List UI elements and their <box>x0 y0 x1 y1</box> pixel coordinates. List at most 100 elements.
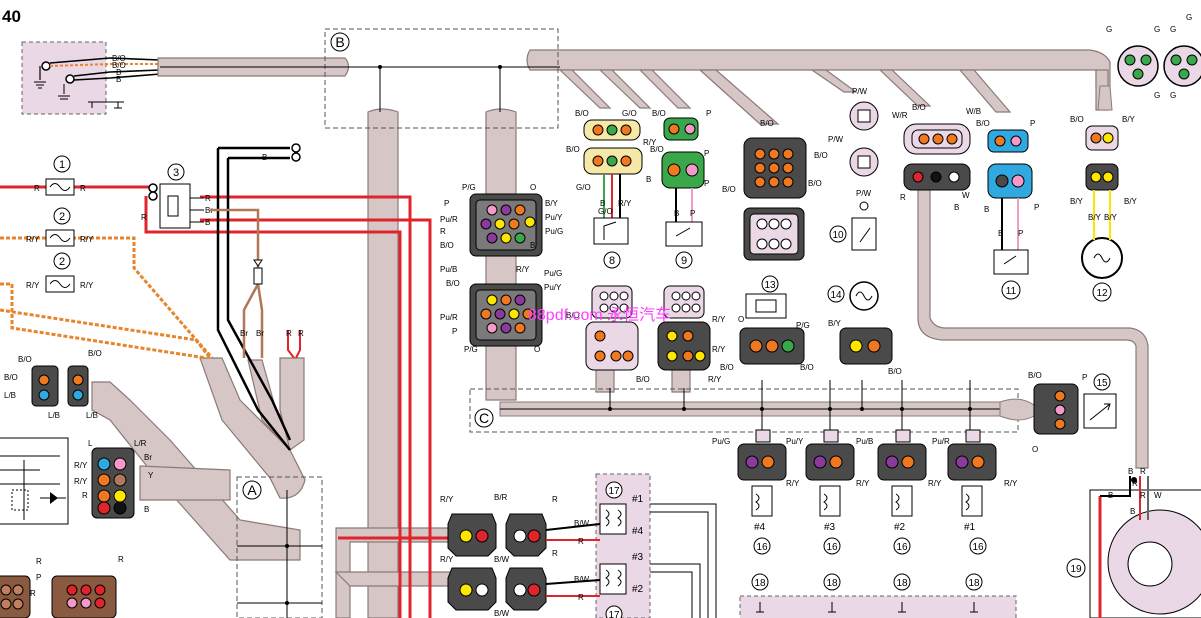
wire-label: R/Y <box>74 477 88 486</box>
wire-label: Br <box>240 329 248 338</box>
wire-label: R/Y <box>928 479 942 488</box>
wire-label: R <box>578 593 584 602</box>
wire-label: R <box>552 495 558 504</box>
wire-label: B/R <box>494 493 508 502</box>
wire-label: Pu/R <box>440 313 458 322</box>
wire-label: B/O <box>18 355 32 364</box>
wire-label: G <box>1170 25 1176 34</box>
wire-label: Y <box>148 471 154 480</box>
wire-label: Br <box>205 206 213 215</box>
wire-label: P/G <box>796 321 810 330</box>
coil-connector-upper-a <box>447 513 497 557</box>
wire-label: B/O <box>800 363 814 372</box>
wire-label: G/O <box>622 109 637 118</box>
wire-label: L/R <box>134 439 147 448</box>
wire-label: R/Y <box>1004 479 1018 488</box>
wire-label: R/Y <box>786 479 800 488</box>
wire-label: Pu/R <box>932 437 950 446</box>
wire-label: G <box>1186 13 1192 22</box>
wire-label: L/B <box>48 411 60 420</box>
callout-11: 11 <box>1006 286 1017 297</box>
relay-3 <box>148 183 204 229</box>
wire-label: R <box>141 213 147 222</box>
wire-label: G/O <box>598 207 613 216</box>
connector-pair-left <box>585 285 639 371</box>
wire-label: R/Y <box>80 281 94 290</box>
wire-label: O <box>738 315 744 324</box>
wire-label: R <box>900 193 906 202</box>
wire-label: R <box>205 194 211 203</box>
connector-12 <box>1081 125 1123 279</box>
wire-label: B/O <box>112 61 126 70</box>
spark-plug-area <box>739 595 1017 618</box>
wire-label: Pu/B <box>440 265 457 274</box>
wire-label: R <box>34 184 40 193</box>
wire-label: B/O <box>446 279 460 288</box>
wire-label: G/O <box>576 183 591 192</box>
wire-label: B/W <box>574 575 590 584</box>
callout-16: 16 <box>896 542 908 553</box>
wire-label: B <box>646 175 651 184</box>
wire-label: G <box>1106 25 1112 34</box>
wire-label: R/Y <box>516 265 530 274</box>
wire-label: R <box>1132 479 1138 488</box>
wire-label: B/W <box>494 609 510 618</box>
wire-label: Pu/B <box>856 437 873 446</box>
wire-label: O <box>530 183 536 192</box>
wire-label: B/O <box>652 109 666 118</box>
wire-label: Br <box>144 453 152 462</box>
wire-label: B/O <box>88 349 102 358</box>
wire-label: R <box>118 555 124 564</box>
connector-wr <box>903 123 971 191</box>
wire-label: B <box>144 505 149 514</box>
wire-label: R/Y <box>708 375 722 384</box>
brown-wires <box>210 208 264 358</box>
wire-label: R <box>578 537 584 546</box>
power-wires <box>0 185 460 618</box>
connector-9 <box>661 117 705 247</box>
wire-label: B/O <box>808 179 822 188</box>
wire-label: B/W <box>494 555 510 564</box>
coil-label: #4 <box>632 526 644 537</box>
wire-label: B/Y <box>828 319 842 328</box>
area-c-harness <box>499 380 1035 432</box>
callout-18: 18 <box>896 578 908 589</box>
wire-label: R <box>30 589 36 598</box>
connector-pair-right <box>657 285 711 371</box>
fuse-2b <box>45 275 75 293</box>
wire-label: R <box>1140 491 1146 500</box>
wire-label: P <box>704 149 709 158</box>
callout-2: 2 <box>59 211 65 223</box>
wire-label: Pu/Y <box>786 437 804 446</box>
wire-label: B/Y <box>1088 213 1102 222</box>
area-a-boundary <box>236 476 323 618</box>
wire-label: B <box>205 218 210 227</box>
wire-label: P <box>36 573 41 582</box>
wire-label: W <box>1154 491 1162 500</box>
callout-3: 3 <box>173 167 179 179</box>
wire-label: P <box>1018 229 1023 238</box>
ground-terminal-box <box>21 41 161 115</box>
injector-3 <box>805 429 855 517</box>
wire-label: B/O <box>1070 115 1084 124</box>
wire-label: Pu/Y <box>545 213 563 222</box>
callout-10: 10 <box>832 230 844 241</box>
ignition-coil-lower <box>599 563 627 595</box>
wire-label: P/G <box>462 183 476 192</box>
wire-label: B <box>1130 507 1135 516</box>
wire-label: R/Y <box>643 138 657 147</box>
wire-label: Pu/G <box>545 227 563 236</box>
fuse-1 <box>45 178 75 196</box>
ecu-connector-lower <box>469 283 543 347</box>
wire-label: O <box>1032 445 1038 454</box>
wire-label: R <box>440 227 446 236</box>
wire-label: B <box>1108 491 1113 500</box>
wire-label: B <box>998 229 1003 238</box>
wire-label: P <box>444 199 449 208</box>
wire-label: P <box>1082 373 1087 382</box>
wire-label: P <box>690 209 695 218</box>
callout-18: 18 <box>826 578 838 589</box>
wire-label: L/B <box>86 411 98 420</box>
wire-label: R/Y <box>26 235 40 244</box>
wire-label: B <box>530 241 535 250</box>
